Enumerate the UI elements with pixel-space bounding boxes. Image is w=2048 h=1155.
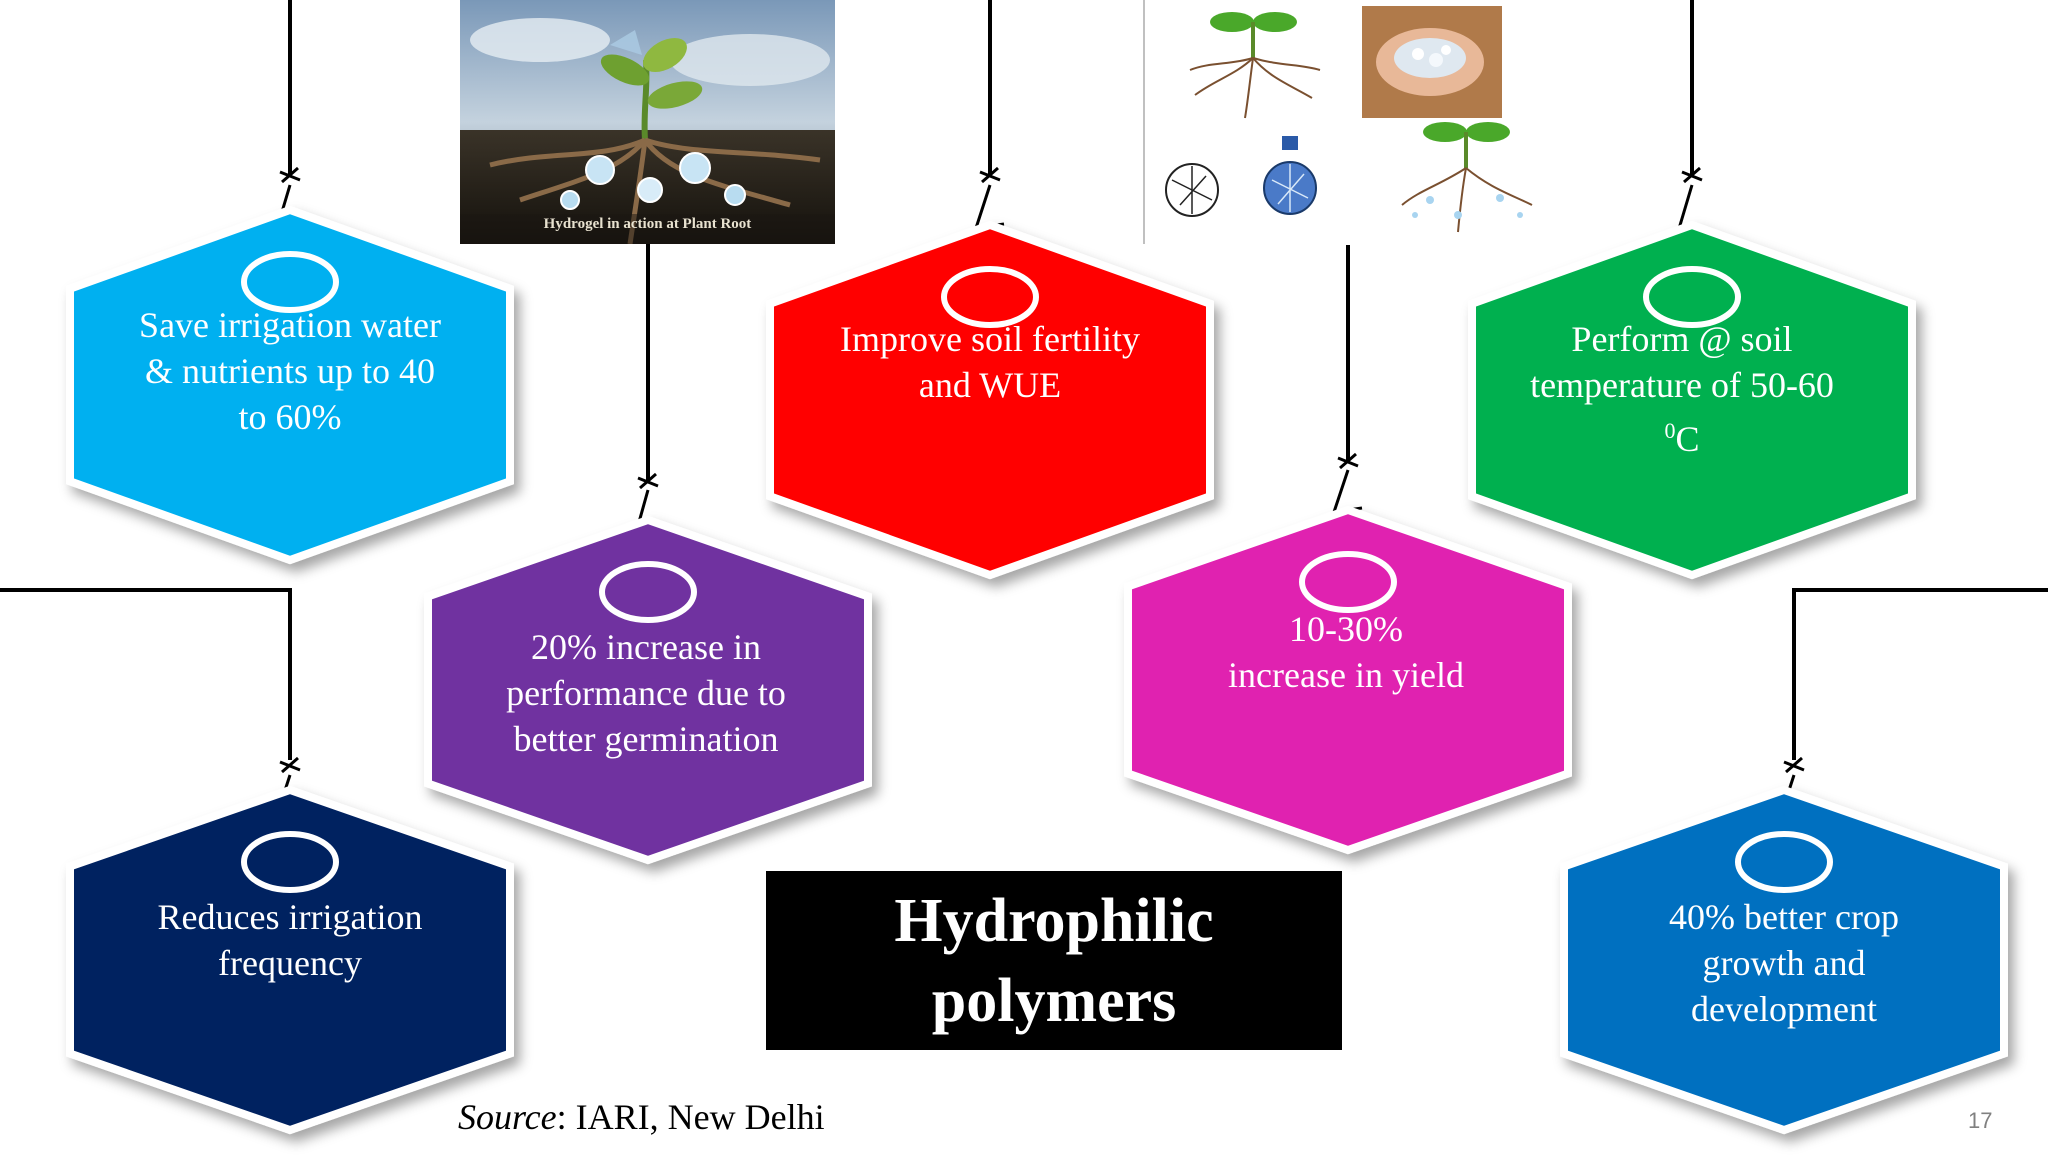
hex-text-soil-fertility: Improve soil fertility and WUE: [840, 319, 1140, 405]
hang-ring-yield: [1299, 551, 1397, 613]
hang-ring-soil-fertility: [941, 266, 1039, 328]
hex-text-yield: 10-30% increase in yield: [1228, 609, 1464, 695]
slide-title: Hydrophilic polymers: [766, 871, 1342, 1050]
hex-text-save-water: Save irrigation water & nutrients up to …: [139, 305, 441, 437]
hex-text-crop-growth: 40% better crop growth and development: [1669, 897, 1899, 1029]
polymer-effect-illustration: [1140, 0, 1560, 244]
hex-text-irrigation-frequency: Reduces irrigation frequency: [157, 897, 423, 983]
photo-caption: Hydrogel in action at Plant Root: [543, 216, 752, 232]
hexagon-crop-growth: [1560, 785, 2008, 1135]
hang-ring-crop-growth: [1735, 831, 1833, 893]
hexagon-save-water: [66, 205, 514, 565]
hexagon-germination: [424, 515, 872, 865]
hexagon-soil-temperature: [1468, 220, 1916, 580]
hexagon-irrigation-frequency: [66, 785, 514, 1135]
hex-text-germination: 20% increase in performance due to bette…: [506, 627, 786, 759]
hang-ring-soil-temperature: [1643, 266, 1741, 328]
hex-text-soil-temperature: Perform @ soil temperature of 50-60 0C: [1530, 319, 1834, 459]
hang-ring-save-water: [241, 251, 339, 313]
hexagon-soil-fertility: [766, 220, 1214, 580]
hexagon-yield: [1124, 505, 1572, 855]
page-number: 17: [1968, 1108, 1993, 1133]
hydrogel-root-photo: Hydrogel in action at Plant Root: [460, 0, 835, 244]
source-citation: Source: IARI, New Delhi: [458, 1097, 825, 1137]
hang-ring-germination: [599, 561, 697, 623]
hang-ring-irrigation-frequency: [241, 831, 339, 893]
